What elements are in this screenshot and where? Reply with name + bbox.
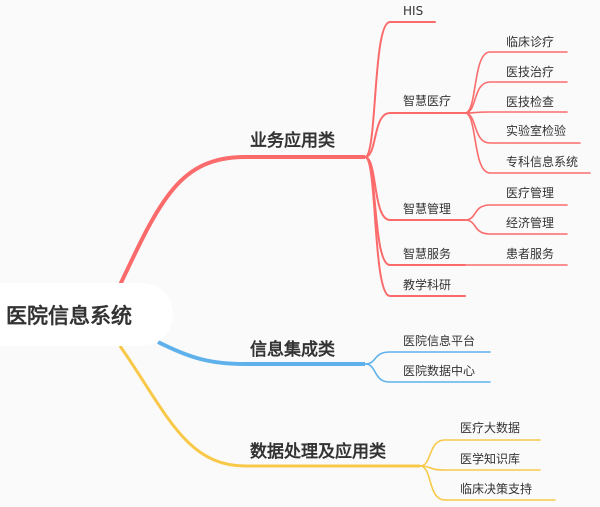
node-his[interactable]: HIS [403, 4, 423, 18]
node-knowledge-base[interactable]: 医学知识库 [460, 451, 520, 466]
edge-business-1 [364, 112, 466, 158]
edge-medical-2 [464, 111, 568, 114]
branch-business-apps[interactable]: 业务应用类 [250, 130, 336, 151]
edge-integration-1 [364, 363, 491, 383]
node-big-data[interactable]: 医疗大数据 [460, 420, 520, 435]
node-specialty[interactable]: 专科信息系统 [506, 154, 578, 169]
edge-data-2 [419, 465, 556, 501]
edge-mgmt-0 [464, 204, 568, 221]
edge-integration-0 [364, 351, 491, 365]
node-decision-support[interactable]: 临床决策支持 [460, 481, 532, 496]
node-medical-mgmt[interactable]: 医疗管理 [506, 185, 554, 200]
node-smart-medical[interactable]: 智慧医疗 [403, 93, 451, 108]
node-tech-treatment[interactable]: 医技治疗 [506, 65, 554, 79]
node-info-platform[interactable]: 医院信息平台 [403, 333, 475, 348]
node-teaching-research[interactable]: 教学科研 [403, 277, 451, 292]
node-tech-exam[interactable]: 医技检查 [506, 94, 554, 109]
node-economic-mgmt[interactable]: 经济管理 [506, 215, 554, 230]
edge-root-data [118, 345, 420, 468]
node-smart-management[interactable]: 智慧管理 [403, 201, 451, 216]
edge-medical-4 [464, 112, 591, 174]
edge-data-1 [419, 465, 541, 471]
edge-medical-0 [464, 51, 568, 114]
node-data-center[interactable]: 医院数据中心 [403, 363, 475, 378]
edge-root-integration [157, 340, 365, 366]
branch-integration[interactable]: 信息集成类 [250, 339, 336, 360]
node-patient-service[interactable]: 患者服务 [506, 246, 554, 261]
node-smart-service[interactable]: 智慧服务 [403, 246, 451, 261]
edge-business-0 [364, 21, 436, 158]
root-node[interactable]: 医院信息系统 [6, 304, 132, 328]
edge-root-business [118, 155, 365, 286]
edge-mgmt-1 [464, 219, 568, 235]
root-node-bg [0, 283, 173, 346]
branch-data-processing[interactable]: 数据处理及应用类 [250, 441, 387, 462]
edge-data-0 [419, 439, 541, 467]
node-clinical[interactable]: 临床诊疗 [506, 35, 554, 49]
edge-medical-1 [464, 81, 568, 114]
node-lab[interactable]: 实验室检验 [506, 123, 566, 138]
edge-business-4 [364, 156, 466, 297]
